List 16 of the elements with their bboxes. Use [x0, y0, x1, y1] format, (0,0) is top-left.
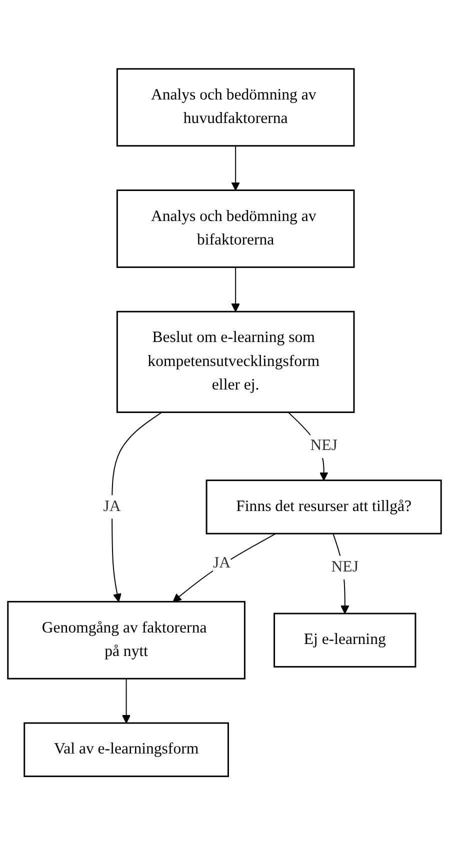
arrow [231, 146, 240, 192]
node-box: Finns det resurser att tillgå? [206, 480, 442, 535]
node-box: Ej e-learning [274, 613, 416, 668]
edge-label: JA [103, 498, 121, 516]
edge-label: NEJ [310, 438, 338, 455]
edge-label: NEJ [331, 559, 358, 576]
node-box: Analys och bedömning av bifaktorerna [116, 190, 355, 268]
arrow [231, 267, 240, 312]
node-box: Val av e-learningsform [24, 722, 229, 778]
arrow [112, 412, 162, 602]
node-box: Genomgång av faktorerna på nytt [7, 601, 246, 680]
edge-label: JA [212, 555, 231, 572]
arrow [172, 534, 276, 602]
node-box: Analys och bedömning av huvudfaktorerna [116, 68, 355, 147]
node-box: Beslut om e-learning som kompetensutvecklingsform eller ej. [116, 311, 355, 414]
arrow [122, 678, 131, 724]
